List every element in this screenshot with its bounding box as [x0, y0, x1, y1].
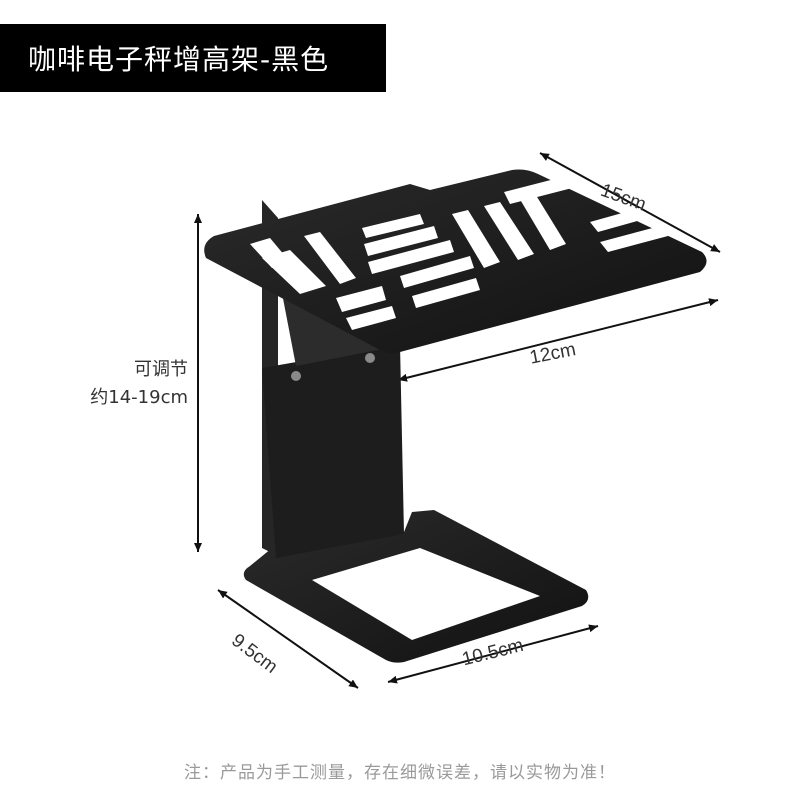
column-lower [262, 344, 404, 558]
adjustable-range: 约14-19cm [90, 387, 188, 408]
title-bar: 咖啡电子秤增高架-黑色 [0, 24, 386, 92]
screw-left [291, 371, 301, 381]
tray-slots [250, 174, 668, 330]
adjustable-text: 可调节 [134, 359, 188, 380]
page-title: 咖啡电子秤增高架-黑色 [28, 43, 330, 76]
arrow-9-5cm [217, 589, 359, 689]
measurement-note: 注：产品为手工测量，存在细微误差，请以实物为准！ [184, 763, 616, 783]
arrow-15cm [539, 152, 721, 253]
arrow-10-5cm [387, 624, 599, 684]
arrow-12cm [397, 298, 719, 382]
screw-right [365, 353, 375, 363]
adjustable-height-label: 可调节 约14-19cm [0, 356, 188, 412]
base-opening [312, 548, 540, 640]
